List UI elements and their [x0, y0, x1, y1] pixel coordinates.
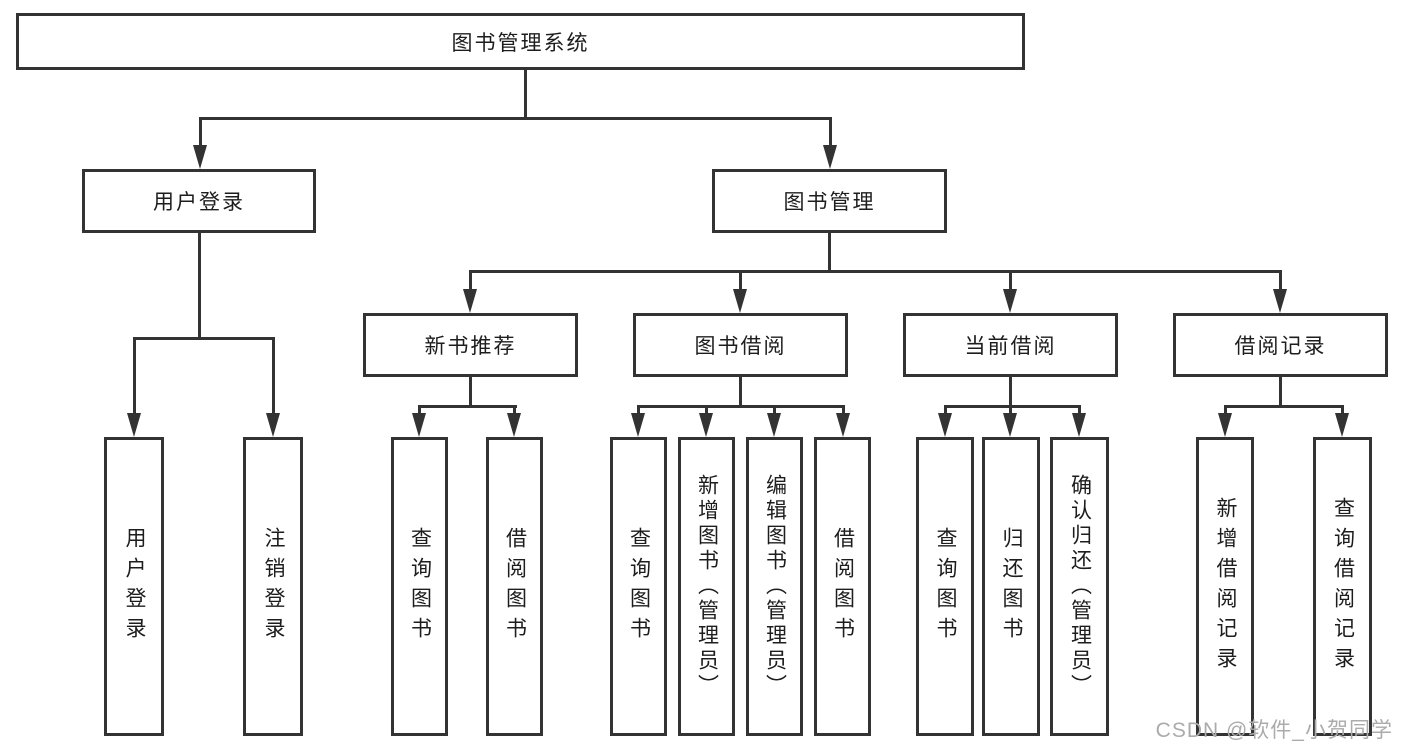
node-query-books-under-recommend: 查询图书 [391, 437, 448, 736]
node-borrow-books-under-recommend: 借阅图书 [486, 437, 543, 736]
node-borrow-books-under-borrow: 借阅图书 [814, 437, 871, 736]
node-root: 图书管理系统 [16, 13, 1025, 70]
node-query-borrow-record: 查询借阅记录 [1313, 437, 1372, 736]
node-add-book-admin: 新增图书（管理员） [678, 437, 735, 736]
node-book-borrow: 图书借阅 [633, 313, 848, 377]
arrow-down-icon [507, 413, 521, 437]
node-current-borrow: 当前借阅 [903, 313, 1118, 377]
connector-book-management-stem [828, 233, 831, 272]
arrow-down-icon [1003, 413, 1017, 437]
node-logout: 注销登录 [243, 437, 303, 736]
node-return-books: 归还图书 [982, 437, 1040, 736]
arrow-down-icon [266, 413, 280, 437]
connector-current-borrow-stem [1009, 377, 1012, 405]
connector-book-borrow-horizontal [637, 405, 845, 408]
arrow-down-icon [1003, 289, 1017, 313]
connector-drop [944, 405, 947, 415]
connector-to-new-book [469, 270, 472, 290]
connector-level3-horizontal [469, 270, 1282, 273]
arrow-down-icon [631, 413, 645, 437]
connector-user-login-horizontal [133, 337, 275, 340]
connector-level1-horizontal [199, 117, 832, 120]
arrow-down-icon [463, 289, 477, 313]
arrow-down-icon [1335, 413, 1349, 437]
connector-current-borrow-horizontal [944, 405, 1081, 408]
connector-borrow-record-horizontal [1224, 405, 1344, 408]
node-add-borrow-record: 新增借阅记录 [1196, 437, 1254, 736]
arrow-down-icon [127, 413, 141, 437]
connector-borrow-record-stem [1279, 377, 1282, 405]
arrow-down-icon [823, 145, 837, 169]
arrow-down-icon [412, 413, 426, 437]
connector-drop [1078, 405, 1081, 415]
arrow-down-icon [193, 145, 207, 169]
node-book-management: 图书管理 [712, 169, 947, 233]
connector-book-borrow-stem [739, 377, 742, 405]
arrow-down-icon [836, 413, 850, 437]
node-query-books-under-borrow: 查询图书 [610, 437, 667, 736]
arrow-down-icon [767, 413, 781, 437]
connector-to-book-borrow [739, 270, 742, 290]
arrow-down-icon [938, 413, 952, 437]
connector-to-book-management [829, 117, 832, 148]
connector-root-stem [524, 70, 527, 119]
arrow-down-icon [1072, 413, 1086, 437]
node-borrow-record: 借阅记录 [1173, 313, 1388, 377]
connector-drop [637, 405, 640, 415]
node-user-login: 用户登录 [82, 169, 316, 233]
node-edit-book-admin: 编辑图书（管理员） [746, 437, 803, 736]
connector-drop [513, 405, 516, 415]
connector-new-book-stem [469, 377, 472, 405]
connector-to-current-borrow [1009, 270, 1012, 290]
connector-drop [842, 405, 845, 415]
connector-to-logout [272, 337, 275, 414]
arrow-down-icon [733, 289, 747, 313]
node-confirm-return-admin: 确认归还（管理员） [1050, 437, 1109, 736]
arrow-down-icon [1273, 289, 1287, 313]
connector-to-user-login-leaf [133, 337, 136, 414]
node-new-book-recommend: 新书推荐 [363, 313, 578, 377]
connector-new-book-horizontal [418, 405, 517, 408]
arrow-down-icon [1218, 413, 1232, 437]
connector-user-login-stem [198, 233, 201, 337]
connector-drop [1224, 405, 1227, 415]
arrow-down-icon [699, 413, 713, 437]
connector-drop [705, 405, 708, 415]
node-query-books-under-current: 查询图书 [916, 437, 974, 736]
connector-to-user-login [199, 117, 202, 148]
connector-to-borrow-record [1279, 270, 1282, 290]
node-user-login-leaf: 用户登录 [104, 437, 164, 736]
watermark: CSDN @软件_小贺同学 [1155, 719, 1393, 742]
connector-drop [1009, 405, 1012, 415]
connector-drop [418, 405, 421, 415]
connector-drop [773, 405, 776, 415]
connector-drop [1341, 405, 1344, 415]
